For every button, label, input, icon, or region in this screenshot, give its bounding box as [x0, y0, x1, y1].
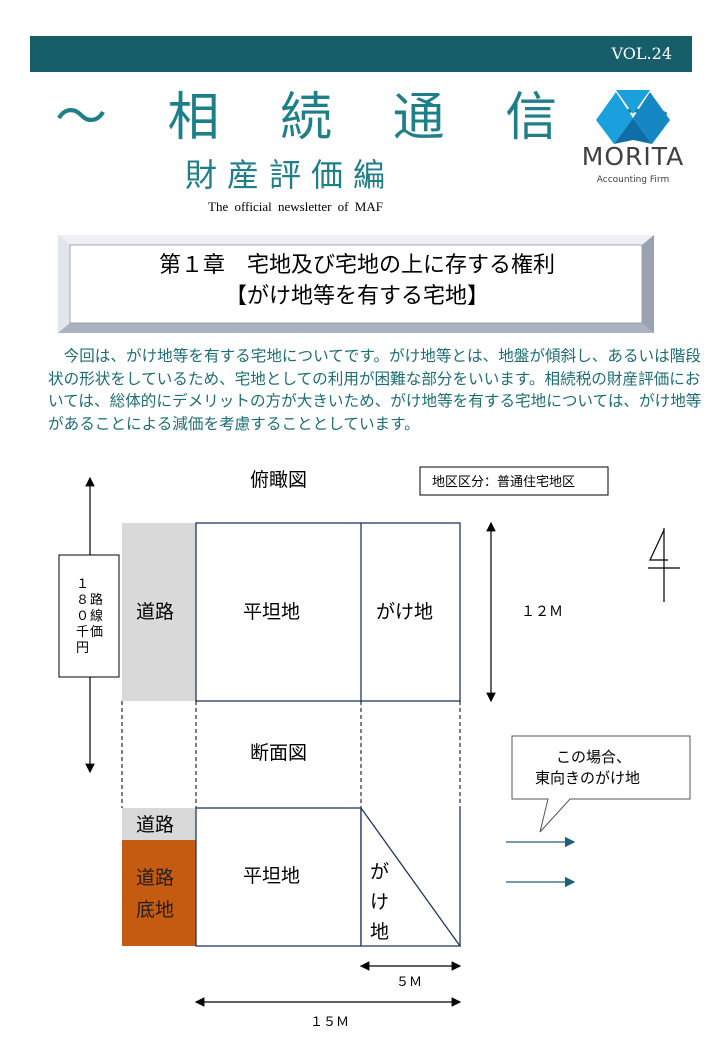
chapter-frame [58, 235, 654, 333]
road-value-label-char: 路 [90, 592, 103, 608]
plan-flat-label: 平坦地 [243, 601, 300, 623]
chapter-line2: 【がけ地等を有する宅地】 [224, 284, 489, 309]
road-value-char: 円 [76, 641, 89, 656]
road-value-char: 千 [76, 625, 89, 640]
section-flat [195, 807, 362, 947]
section-cliff [360, 805, 462, 947]
road-value-digits: １ ８ ０ 千 円 路 線 価 [76, 577, 103, 656]
road-value-box [58, 554, 120, 678]
road-base-label-line: 底地 [136, 899, 174, 921]
newsletter-title: ～ 相 続 通 信 ～ [55, 88, 692, 148]
section-cliff-char: 地 [370, 921, 389, 943]
section-cliff-char: が [370, 861, 389, 883]
logo-name: MORITA [581, 142, 685, 171]
land-diagram: 俯瞰図 地区区分：普通住宅地区 １ ８ ０ 千 円 路 線 価 道路 平坦地 が… [58, 466, 691, 1030]
callout-bubble [511, 735, 691, 833]
plan-road [122, 523, 196, 701]
plan-lot [195, 522, 461, 702]
callout-line2: 東向きのがけ地 [535, 769, 640, 787]
district-label: 地区区分：普通住宅地区 [432, 475, 575, 490]
district-box [419, 466, 609, 496]
depth-label: １２Ｍ [521, 604, 563, 620]
chapter-heading: 第１章 宅地及び宅地の上に存する権利 【がけ地等を有する宅地】 [72, 250, 642, 312]
section-cliff-char: け [370, 891, 389, 913]
road-value-char: １ [76, 577, 89, 592]
plan-view-title: 俯瞰図 [250, 469, 307, 491]
intro-paragraph: 今回は、がけ地等を有する宅地についてです。がけ地等とは、地盤が傾斜し、あるいは階… [48, 347, 702, 433]
chapter-line1: 第１章 宅地及び宅地の上に存する権利 [158, 253, 555, 278]
newsletter-subtitle: 財産評価編 [185, 156, 396, 194]
total-width-label: １５Ｍ [310, 1015, 349, 1030]
section-road [122, 808, 196, 840]
section-view-title: 断面図 [250, 742, 307, 764]
section-road-base [122, 840, 196, 946]
tagline: The official newsletter of MAF [208, 199, 383, 214]
header-bar: VOL.24 [30, 36, 692, 72]
road-value-label-char: 価 [90, 625, 103, 640]
road-value-char: ０ [76, 609, 89, 624]
road-value-char: ８ [76, 593, 89, 608]
north-arrow-icon [648, 528, 680, 602]
road-base-label-line: 道路 [136, 867, 174, 889]
cliff-width-label: ５Ｍ [396, 975, 422, 990]
road-value-label-char: 線 [90, 608, 103, 624]
morita-logo-icon [596, 90, 670, 144]
dashed-guides [121, 701, 461, 808]
callout-line1: この場合、 [556, 748, 631, 766]
section-road-label: 道路 [136, 814, 174, 836]
volume-number: VOL.24 [611, 44, 672, 63]
section-flat-label: 平坦地 [243, 865, 300, 887]
plan-road-label: 道路 [136, 601, 174, 623]
plan-cliff-label: がけ地 [376, 601, 433, 623]
logo-subtitle: Accounting Firm [596, 175, 670, 185]
